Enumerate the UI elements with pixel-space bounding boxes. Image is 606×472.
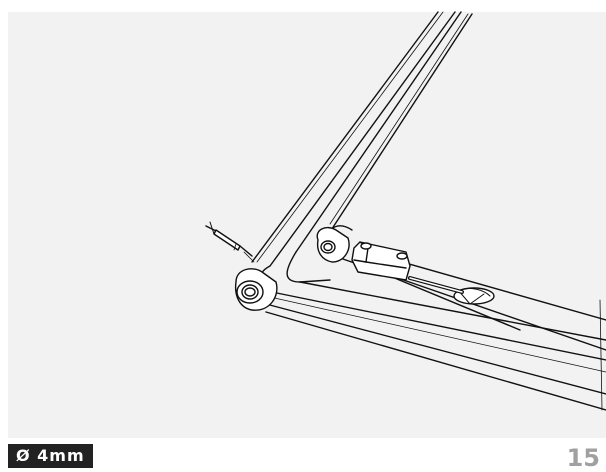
frame-edge	[599, 299, 603, 411]
hex-key-icon	[408, 276, 464, 294]
screw	[205, 221, 255, 263]
clamp-block	[351, 241, 411, 281]
seat-stay	[251, 11, 473, 267]
chain-stay	[261, 281, 606, 411]
tool-size-badge: Ø 4mm	[8, 444, 93, 468]
brake-bridge	[316, 226, 350, 263]
dropout	[234, 268, 278, 311]
step-number: 15	[566, 444, 600, 472]
